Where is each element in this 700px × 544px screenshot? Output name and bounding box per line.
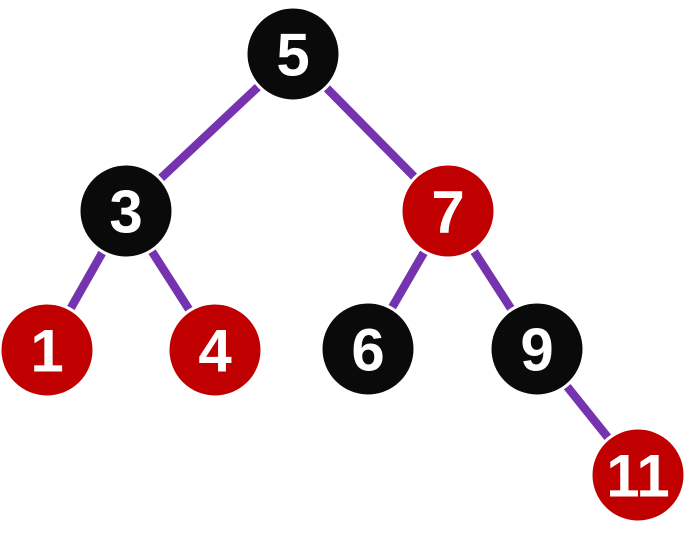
node-label-11: 11 — [606, 443, 669, 510]
node-label-7: 7 — [431, 179, 464, 246]
tree-node-1: 1 — [0, 301, 96, 399]
black-node-circle — [319, 300, 417, 398]
tree-node-11: 11 — [589, 426, 687, 524]
tree-node-5: 5 — [244, 5, 342, 103]
red-node-circle — [399, 162, 497, 260]
node-label-1: 1 — [30, 318, 63, 385]
node-label-9: 9 — [520, 317, 553, 384]
black-node-circle — [488, 300, 586, 398]
node-label-3: 3 — [109, 179, 142, 246]
black-node-circle — [77, 162, 175, 260]
tree-node-4: 4 — [166, 301, 264, 399]
red-node-circle — [0, 301, 96, 399]
tree-node-3: 3 — [77, 162, 175, 260]
tree-node-9: 9 — [488, 300, 586, 398]
black-node-circle — [244, 5, 342, 103]
node-label-4: 4 — [198, 318, 232, 385]
node-label-5: 5 — [276, 22, 309, 89]
node-label-6: 6 — [351, 317, 384, 384]
tree-node-6: 6 — [319, 300, 417, 398]
tree-node-7: 7 — [399, 162, 497, 260]
red-node-circle — [589, 426, 687, 524]
red-node-circle — [166, 301, 264, 399]
